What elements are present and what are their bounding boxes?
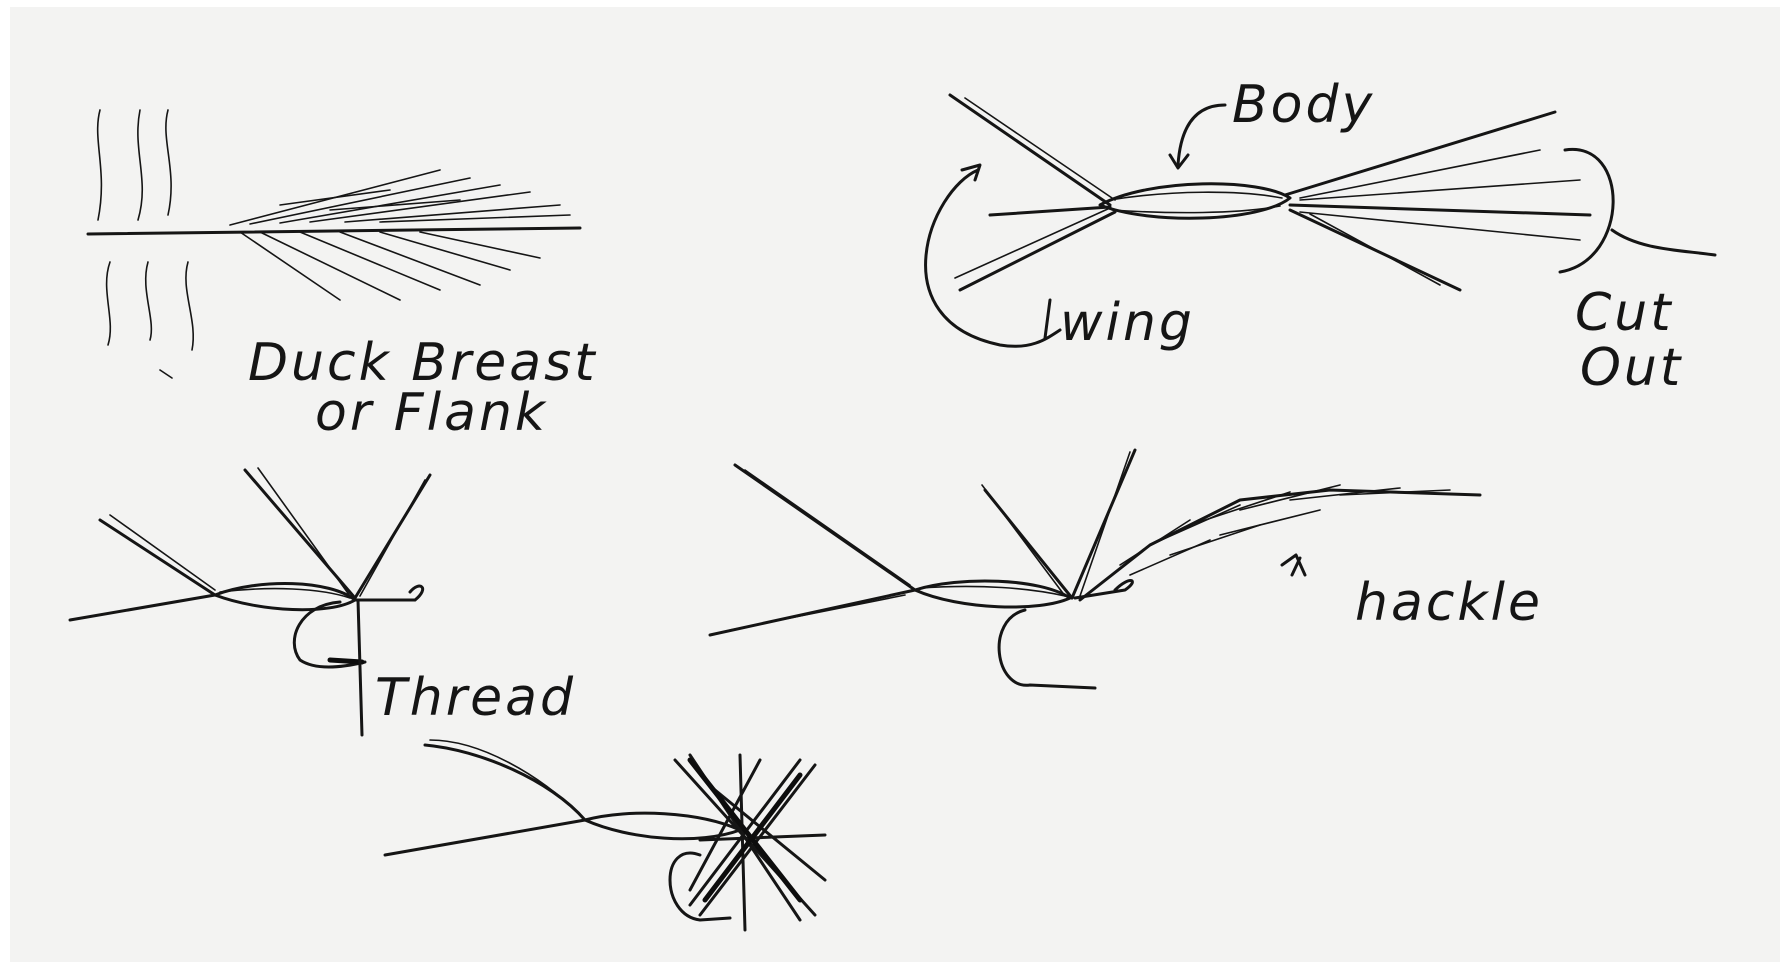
label-out: Out	[1580, 338, 1683, 398]
fly-hackle-drawing	[710, 450, 1480, 688]
label-cut: Cut	[1575, 283, 1674, 343]
label-body: Body	[1232, 75, 1375, 135]
fly-bushy-hackle-drawing	[385, 740, 825, 930]
label-wing: wing	[1060, 293, 1195, 353]
label-hackle: hackle	[1355, 573, 1543, 633]
label-or-flank: or Flank	[315, 383, 548, 443]
label-thread: Thread	[375, 668, 576, 728]
